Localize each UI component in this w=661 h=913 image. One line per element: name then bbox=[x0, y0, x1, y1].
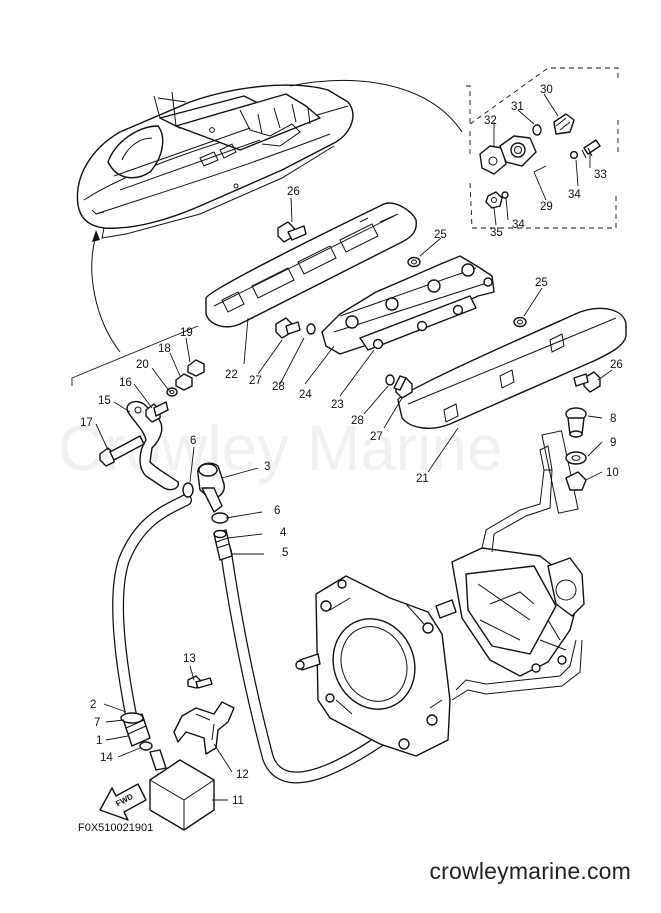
fitting-part-4 bbox=[213, 529, 233, 561]
callout-6-upper: 6 bbox=[190, 435, 196, 447]
bracket-part-12 bbox=[173, 701, 235, 755]
callout-5: 5 bbox=[282, 547, 288, 559]
hose-part-2 bbox=[112, 494, 192, 726]
plate-housing bbox=[295, 575, 457, 757]
callout-12: 12 bbox=[236, 769, 249, 781]
washer-part-20 bbox=[166, 387, 178, 397]
callout-21: 21 bbox=[416, 473, 429, 485]
callout-4: 4 bbox=[280, 527, 287, 539]
callout-31: 31 bbox=[511, 101, 524, 113]
valve-part-30 bbox=[553, 113, 575, 135]
clip-part-14 bbox=[139, 741, 153, 751]
callout-19: 19 bbox=[180, 327, 193, 339]
callout-22: 22 bbox=[225, 369, 238, 381]
indicator-line-upper bbox=[289, 80, 463, 133]
callout-1: 1 bbox=[96, 735, 102, 747]
callout-23: 23 bbox=[331, 399, 344, 411]
callout-17: 17 bbox=[80, 417, 93, 429]
callout-32: 32 bbox=[484, 115, 497, 127]
washer-part-34-left bbox=[501, 191, 509, 199]
bolt-part-17 bbox=[99, 435, 145, 467]
callout-3: 3 bbox=[264, 461, 270, 473]
site-footer[interactable]: crowleymarine.com bbox=[429, 858, 631, 884]
bolt-part-27-lower bbox=[393, 375, 413, 399]
indicator-line-lower bbox=[91, 235, 121, 353]
callout-26-upper: 26 bbox=[287, 186, 300, 198]
group-bracket-line bbox=[71, 325, 199, 386]
washer-part-28-lower bbox=[385, 374, 395, 386]
callout-24: 24 bbox=[299, 389, 312, 401]
o-ring-part-31 bbox=[532, 124, 542, 136]
joint-part-3 bbox=[197, 462, 225, 513]
callout-34-right: 34 bbox=[568, 189, 581, 201]
rail-part-24 bbox=[321, 255, 495, 355]
grommet-part-9 bbox=[565, 451, 587, 465]
pump-housing bbox=[451, 547, 585, 677]
callout-16: 16 bbox=[119, 377, 132, 389]
callout-28-upper: 28 bbox=[272, 381, 285, 393]
clamp-part-6-lower bbox=[211, 512, 229, 524]
callout-25-lower: 25 bbox=[535, 277, 548, 289]
callout-27-upper: 27 bbox=[249, 375, 262, 387]
callout-6-lower: 6 bbox=[274, 505, 280, 517]
callout-27-lower: 27 bbox=[370, 431, 383, 443]
callout-34-left: 34 bbox=[512, 219, 525, 231]
clip-part-10 bbox=[565, 471, 587, 491]
callout-2: 2 bbox=[90, 699, 96, 711]
callout-13: 13 bbox=[183, 653, 196, 665]
hose-part-5 bbox=[220, 546, 390, 784]
gasket-part-21 bbox=[397, 307, 627, 429]
callout-29: 29 bbox=[540, 201, 553, 213]
callout-9: 9 bbox=[610, 437, 616, 449]
arrowhead bbox=[92, 230, 100, 242]
panel-strip bbox=[541, 430, 579, 514]
bolt-part-16 bbox=[145, 401, 169, 423]
washer-part-25-lower bbox=[513, 316, 527, 328]
drawing-code: F0X510021901 bbox=[78, 822, 154, 834]
callout-labels: 26 25 25 26 22 27 28 24 23 28 27 21 8 9 … bbox=[80, 84, 623, 807]
callout-7: 7 bbox=[94, 717, 100, 729]
callout-8: 8 bbox=[610, 413, 616, 425]
watercraft-overview bbox=[76, 84, 354, 239]
bolt-part-26-upper bbox=[277, 221, 307, 243]
forward-arrow: FWD bbox=[99, 783, 147, 821]
washer-part-28-upper bbox=[306, 323, 316, 335]
callout-10: 10 bbox=[606, 467, 619, 479]
callout-26-lower: 26 bbox=[610, 359, 623, 371]
callout-18: 18 bbox=[158, 343, 171, 355]
nut-part-19 bbox=[187, 359, 205, 377]
callout-11: 11 bbox=[232, 795, 244, 807]
callout-28-lower: 28 bbox=[351, 415, 364, 427]
washer-part-25-upper bbox=[407, 256, 421, 268]
callout-20: 20 bbox=[136, 359, 149, 371]
box-part-11 bbox=[149, 749, 215, 831]
callout-15: 15 bbox=[98, 395, 111, 407]
cap-part-8 bbox=[565, 407, 587, 438]
clamp-part-7 bbox=[120, 712, 144, 724]
washer-part-34-right bbox=[569, 150, 579, 160]
callout-33: 33 bbox=[594, 169, 607, 181]
callout-14: 14 bbox=[100, 752, 113, 764]
clamp-part-6-upper bbox=[182, 482, 194, 498]
nut-part-18 bbox=[175, 373, 193, 391]
leader-lines bbox=[95, 197, 613, 801]
bolt-part-33 bbox=[583, 139, 601, 155]
gasket-part-22 bbox=[205, 202, 417, 328]
callout-35: 35 bbox=[490, 227, 503, 239]
callout-25-upper: 25 bbox=[434, 229, 447, 241]
water-pipe bbox=[451, 445, 583, 701]
plate-part-32 bbox=[479, 145, 507, 175]
bolt-part-27-upper bbox=[275, 317, 301, 339]
detail-assembly bbox=[479, 113, 601, 209]
screw-part-13 bbox=[187, 675, 213, 689]
nut-part-35 bbox=[485, 191, 503, 209]
callout-30: 30 bbox=[540, 84, 553, 96]
bolt-part-26-lower bbox=[573, 371, 601, 393]
